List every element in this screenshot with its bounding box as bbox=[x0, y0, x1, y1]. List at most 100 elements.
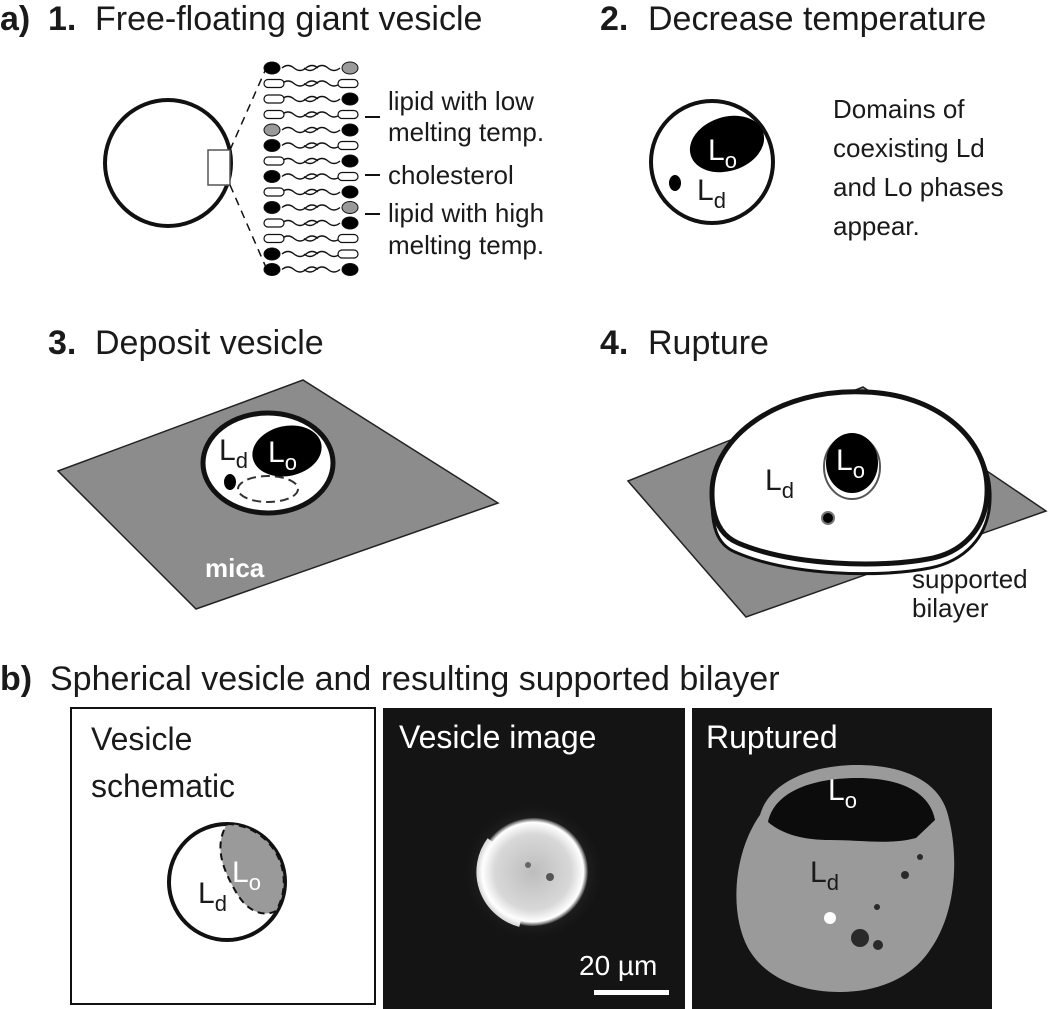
supported-label-line2: bilayer bbox=[912, 593, 989, 623]
lipid-head bbox=[341, 92, 359, 106]
step3-number: 3. bbox=[48, 324, 76, 362]
legend-cholesterol: cholesterol bbox=[388, 160, 514, 190]
dark-spot-1 bbox=[851, 929, 869, 947]
lipid-head bbox=[263, 201, 281, 214]
cholesterol-molecule bbox=[263, 109, 285, 120]
step1: a) 1. Free-floating giant vesicle lipid … bbox=[0, 0, 544, 276]
step3-title: Deposit vesicle bbox=[95, 324, 324, 362]
lipid-tail bbox=[303, 80, 341, 87]
lipid-tail bbox=[281, 235, 319, 242]
lipid-head bbox=[341, 185, 359, 199]
vesicle-image-title: Vesicle image bbox=[399, 719, 596, 755]
lipid-tail bbox=[281, 157, 319, 165]
lo-domain-3 bbox=[252, 425, 322, 477]
supported-label-line1: supported bbox=[912, 564, 1028, 594]
scale-bar-label: 20 µm bbox=[579, 950, 657, 981]
legend-low-line2: melting temp. bbox=[388, 117, 544, 147]
ruptured-lo-symbol: Lo bbox=[828, 774, 857, 813]
lo-symbol: Lo bbox=[708, 134, 737, 173]
ld-symbol: Ld bbox=[697, 174, 726, 213]
small-domain-3 bbox=[224, 474, 236, 490]
lipid-tail bbox=[303, 188, 341, 196]
small-lo-domain bbox=[669, 175, 681, 191]
lipid-tail bbox=[281, 204, 319, 211]
lo-domain-4 bbox=[826, 433, 878, 493]
lipid-tail bbox=[303, 235, 341, 242]
lipid-head bbox=[263, 61, 281, 75]
step2-note-line2: coexisting Ld bbox=[833, 133, 985, 163]
schematic-lo-symbol: Lo bbox=[232, 856, 261, 895]
lipid-tail bbox=[303, 142, 341, 149]
contact-area bbox=[237, 475, 299, 503]
lipid-head bbox=[341, 201, 359, 214]
bright-spot bbox=[824, 912, 836, 924]
lipid-tail bbox=[281, 95, 319, 103]
cholesterol-molecule bbox=[263, 94, 285, 104]
lipid-tail bbox=[281, 80, 319, 87]
lipid-tail bbox=[281, 111, 319, 118]
ld-symbol-4: Ld bbox=[765, 464, 794, 503]
lipid-tail bbox=[281, 64, 319, 72]
lo-symbol-3: Lo bbox=[268, 436, 297, 475]
part-b-title: Spherical vesicle and resulting supporte… bbox=[50, 660, 780, 698]
ld-symbol-3: Ld bbox=[219, 434, 248, 473]
zoom-box bbox=[207, 149, 231, 186]
cholesterol-molecule bbox=[263, 218, 285, 228]
schematic-title-line1: Vesicle bbox=[91, 721, 192, 757]
vesicle-speck-1 bbox=[546, 873, 554, 881]
part-b-label: b) bbox=[0, 660, 32, 698]
legend-high-line1: lipid with high bbox=[388, 198, 544, 228]
lipid-tail bbox=[303, 95, 341, 103]
schematic-lo-cap bbox=[219, 822, 285, 915]
cholesterol-molecule bbox=[337, 109, 359, 120]
step2-title: Decrease temperature bbox=[648, 0, 986, 38]
step4-number: 4. bbox=[600, 324, 628, 362]
cholesterol-molecule bbox=[337, 140, 359, 151]
lipid-head bbox=[263, 123, 281, 137]
legend-low-line1: lipid with low bbox=[388, 86, 534, 116]
lipid-tail bbox=[303, 126, 341, 134]
schematic-ld-symbol: Ld bbox=[198, 877, 227, 916]
step1-number: 1. bbox=[48, 0, 76, 38]
lipid-tail bbox=[281, 173, 319, 180]
zoom-line-top bbox=[229, 63, 269, 151]
step3: 3. Deposit vesicle mica Lo Ld bbox=[48, 324, 500, 610]
cholesterol-molecule bbox=[263, 156, 285, 166]
dark-spot-3 bbox=[901, 871, 909, 879]
lipid-tail bbox=[281, 126, 319, 134]
cholesterol-molecule bbox=[337, 233, 359, 244]
small-domain-4 bbox=[821, 511, 835, 525]
cholesterol-molecule bbox=[263, 187, 285, 197]
step2-number: 2. bbox=[600, 0, 628, 38]
lipid-head bbox=[341, 263, 359, 276]
step4: 4. Rupture Lo Ld supported bilayer bbox=[600, 324, 1048, 623]
step2: 2. Decrease temperature Lo Ld Domains of… bbox=[600, 0, 1004, 241]
lipid-tail bbox=[303, 173, 341, 180]
lipid-tail bbox=[281, 266, 319, 273]
lipid-head bbox=[263, 139, 281, 152]
cholesterol-molecule bbox=[337, 249, 359, 259]
lipid-tail bbox=[281, 250, 319, 258]
lipid-head bbox=[263, 263, 281, 276]
dark-spot-4 bbox=[874, 904, 880, 910]
lipid-tail bbox=[281, 219, 319, 227]
scale-bar bbox=[594, 990, 669, 995]
lipid-tail bbox=[303, 157, 341, 165]
cholesterol-molecule bbox=[263, 233, 285, 244]
legend-high-line2: melting temp. bbox=[388, 230, 544, 260]
lipid-head bbox=[341, 154, 359, 168]
cholesterol-molecule bbox=[263, 78, 285, 89]
free-vesicle bbox=[103, 98, 233, 228]
vesicle-speck-2 bbox=[525, 862, 531, 868]
lo-region bbox=[768, 778, 935, 842]
step2-note-line4: appear. bbox=[833, 211, 920, 241]
lipid-tail bbox=[303, 204, 341, 211]
lipid-head bbox=[341, 123, 359, 137]
step1-title: Free-floating giant vesicle bbox=[95, 0, 482, 38]
lipid-tail bbox=[303, 64, 341, 72]
lipid-head bbox=[263, 170, 281, 183]
step2-note-line3: and Lo phases bbox=[833, 172, 1004, 202]
vesicle-micrograph bbox=[478, 817, 588, 927]
step2-note-line1: Domains of bbox=[833, 94, 965, 124]
